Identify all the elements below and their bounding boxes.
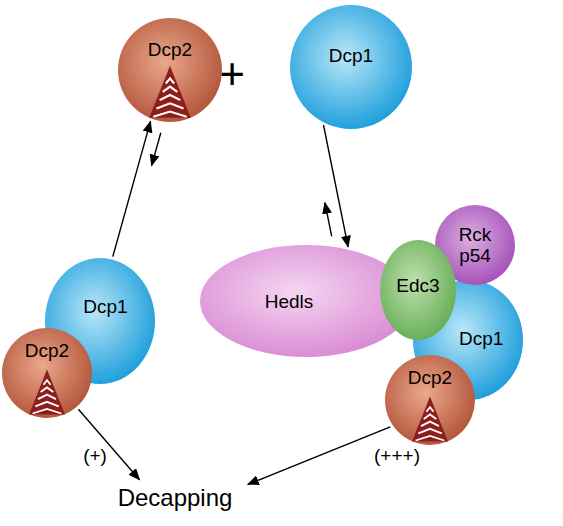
reaction-arrow <box>78 409 139 479</box>
reaction-arrow <box>113 121 151 256</box>
zigzag-stripe <box>416 436 445 441</box>
zigzag-stripe <box>38 395 56 400</box>
shape-fill <box>200 245 412 357</box>
shape-outline <box>290 5 412 129</box>
protein-ellipse: Edc3 <box>380 240 456 340</box>
plus-sign: + <box>219 49 245 99</box>
zigzag-stripe <box>421 422 439 427</box>
reaction-arrow <box>248 427 390 485</box>
zigzag-stripe <box>156 103 183 108</box>
shape-fill <box>435 205 515 285</box>
shape-fill <box>2 328 92 418</box>
shape-outline <box>118 18 222 122</box>
outcome-text: Decapping <box>105 482 245 514</box>
zigzag-motif <box>412 396 448 441</box>
shape-fill <box>290 5 412 129</box>
rate-label: (+) <box>83 445 107 467</box>
zigzag-stripe <box>166 78 174 83</box>
zigzag-stripe <box>153 112 186 117</box>
zigzag-stripe <box>35 402 58 407</box>
zigzag-stripe <box>160 95 181 100</box>
node-label: Hedls <box>265 291 314 312</box>
node-label: Dcp1 <box>83 295 127 316</box>
protein-circle: Dcp2 <box>118 18 222 122</box>
node-label: Dcp2 <box>148 39 192 60</box>
reaction-arrow <box>325 203 332 237</box>
protein-ellipse: Hedls <box>200 245 412 357</box>
zigzag-stripe <box>424 414 437 419</box>
node-label: Dcp1 <box>329 44 373 65</box>
node-label: Dcp2 <box>25 339 69 360</box>
protein-circle: Dcp2 <box>385 355 475 445</box>
rate-label: (+++) <box>374 445 420 467</box>
node-label: Edc3 <box>396 275 439 296</box>
zigzag-stripe <box>33 409 62 414</box>
node-label: Rck p54 <box>450 224 500 266</box>
zigzag-stripe <box>43 380 50 385</box>
shape-fill <box>385 355 475 445</box>
zigzag-stripe <box>418 429 441 434</box>
protein-circle: Dcp1 <box>290 5 412 129</box>
zigzag-stripe <box>426 407 433 412</box>
protein-circle: Dcp2 <box>2 328 92 418</box>
shape-fill <box>118 18 222 122</box>
zigzag-stripe <box>41 387 54 392</box>
reaction-arrow <box>324 125 349 247</box>
node-label: Decapping <box>118 484 233 512</box>
zigzag-stripe <box>163 87 178 92</box>
node-label: Dcp2 <box>408 366 452 387</box>
zigzag-motif <box>29 369 65 414</box>
zigzag-motif <box>149 66 191 118</box>
reaction-arrow <box>152 133 161 166</box>
node-label: Dcp1 <box>459 327 503 348</box>
shape-fill <box>380 240 456 340</box>
